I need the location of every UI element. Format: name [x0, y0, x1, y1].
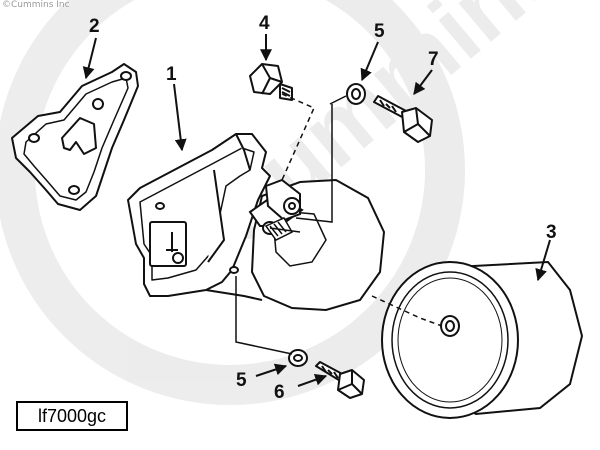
plug-part	[249, 63, 293, 101]
callout-6: 6	[274, 382, 285, 403]
capscrew-part-top	[373, 95, 433, 143]
reference-code: lf7000gc	[37, 405, 107, 426]
washer-part-top	[346, 83, 366, 105]
callout-7: 7	[428, 49, 439, 70]
callout-3: 3	[546, 222, 557, 243]
callout-1: 1	[166, 64, 177, 85]
callout-labels: 2 1 4 5 7 3 5 6	[89, 13, 557, 403]
capscrew-part-bottom	[315, 361, 365, 399]
copyright-text: ©Cummins Inc	[2, 0, 70, 10]
alignment-lines	[235, 93, 443, 355]
callout-arrows	[82, 34, 551, 387]
filter-canister-part	[381, 260, 584, 419]
callout-5-top: 5	[374, 21, 385, 42]
filter-head-part	[127, 133, 271, 301]
gasket-part	[11, 63, 139, 211]
washer-part-bottom	[288, 349, 308, 367]
callout-2: 2	[89, 16, 100, 37]
callout-4: 4	[259, 13, 270, 34]
callout-5-bottom: 5	[236, 370, 247, 391]
reference-code-box: lf7000gc	[16, 401, 128, 431]
head-bosses	[262, 178, 301, 235]
